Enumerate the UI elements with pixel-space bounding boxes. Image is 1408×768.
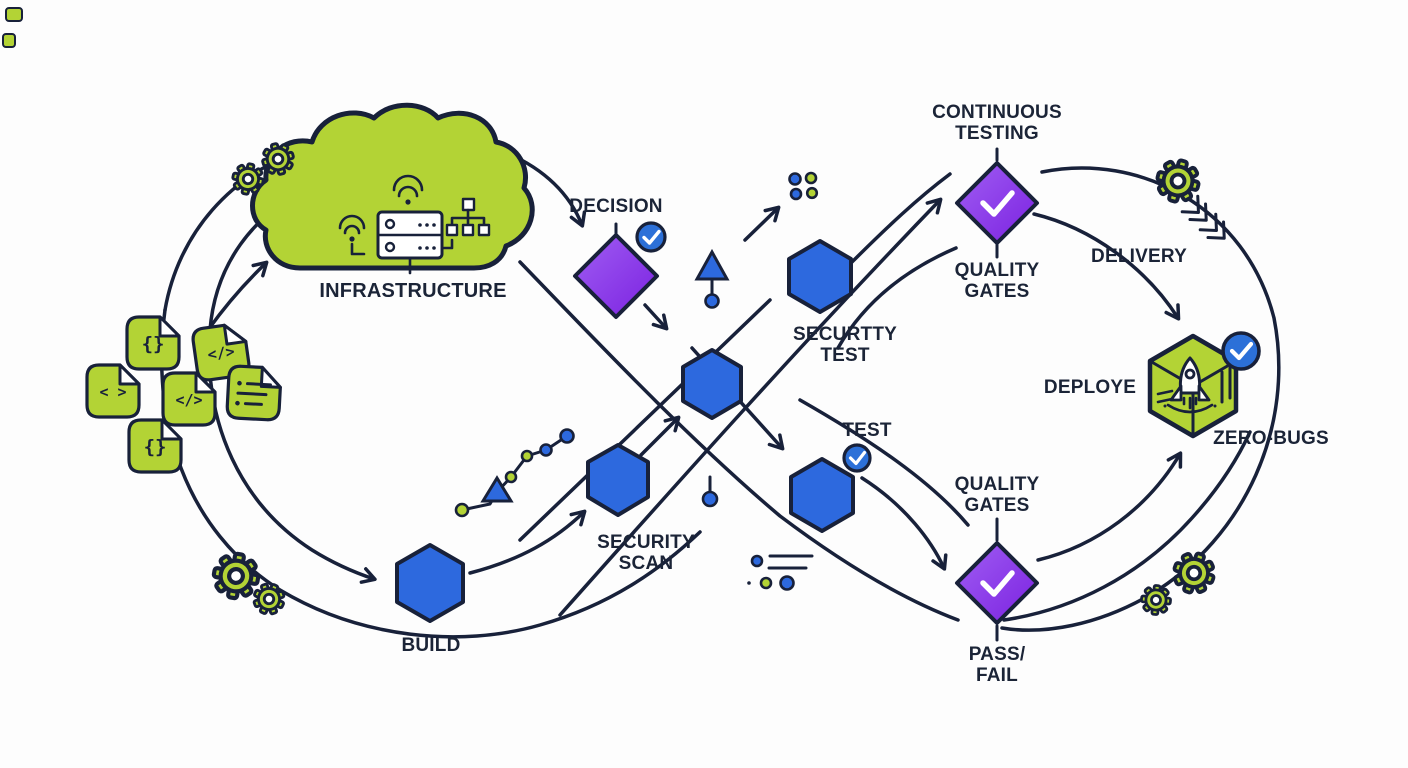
code-file-icon: {} (125, 315, 181, 371)
label-decision: DECISION (569, 196, 663, 217)
center-hexagon (681, 348, 743, 420)
arrow-test-to-passfail (860, 476, 948, 571)
arrow-decision-down (643, 303, 669, 331)
code-glyph: </> (175, 391, 202, 409)
gear-icon (1150, 153, 1206, 209)
code-file-icon: </> (190, 321, 252, 383)
code-glyph: < > (99, 383, 126, 401)
crossover-ascending (518, 298, 772, 542)
server-icon (376, 210, 444, 275)
label-build: BUILD (401, 635, 461, 656)
decision-diamond (573, 221, 667, 319)
code-file-icon: {} (127, 418, 183, 474)
check-icon (848, 450, 867, 466)
check-icon (642, 229, 661, 245)
label-delivery: DELIVERY (1091, 246, 1187, 267)
code-glyph: </> (206, 342, 235, 364)
label-securtty-test: SECURTTY TEST (793, 324, 897, 366)
label-test: TEST (842, 420, 892, 441)
check-badge-icon (1221, 331, 1261, 371)
pin-dot-icon (701, 475, 719, 508)
check-badge-icon (635, 221, 667, 253)
label-infrastructure: INFRASTRUCTURE (319, 280, 507, 302)
pipeline-hexagons (395, 239, 855, 623)
rocket-icon (1163, 356, 1217, 414)
arrow-upper-crossover (743, 205, 781, 242)
arrow-build-to-scan (468, 509, 587, 575)
test-hexagon (789, 457, 855, 533)
arrow-passfail-to-deploy (1036, 451, 1183, 562)
label-security-scan: SECURITY SCAN (597, 532, 695, 574)
code-file-icon: </> (161, 371, 217, 427)
arrow-to-cloud (206, 260, 269, 332)
crossover-descending (518, 260, 960, 622)
arrow-ascending-to-testing (558, 197, 943, 617)
security-scan-hexagon (586, 443, 650, 517)
loop-arc (836, 246, 958, 350)
label-zero-bugs: ZERO-BUGS (1213, 428, 1329, 449)
label-continuous-testing: CONTINUOUS TESTING (932, 102, 1062, 144)
network-tree-icon (442, 197, 491, 250)
code-glyph: {} (142, 333, 165, 355)
infrastructure-cloud-icon (250, 102, 535, 275)
wifi-icon (392, 174, 424, 205)
check-icon (980, 570, 1015, 597)
label-deploye: DEPLOYE (1043, 377, 1137, 398)
label-pass-fail: PASS/ FAIL (968, 644, 1026, 686)
arrow-scan-to-hex (639, 415, 681, 457)
build-hexagon (395, 543, 465, 623)
dots-grid-icon (788, 171, 819, 201)
quality-gate-top-diamond (955, 161, 1039, 245)
chevrons-icon (1180, 194, 1226, 240)
loop-arc (844, 172, 952, 270)
decor-marks (2, 7, 23, 48)
infinity-loop-arcs (159, 146, 1281, 642)
loop-arc-into-build (207, 181, 377, 584)
trend-chart-icon (454, 428, 575, 518)
test-check-badge (842, 443, 872, 473)
code-files-group: {} </> < > </> {} (85, 315, 283, 474)
check-icon (1229, 341, 1254, 361)
gear-icon (1138, 582, 1174, 618)
deploy-cube-icon (1147, 331, 1261, 439)
loop-arc (1002, 430, 1252, 622)
arrow-delivery-to-deploy (1032, 212, 1181, 321)
wifi-icon (338, 214, 366, 256)
code-file-lines-icon (225, 364, 283, 422)
code-glyph: {} (144, 436, 167, 458)
securtty-test-hexagon (787, 239, 853, 314)
pin-up-icon (694, 248, 730, 309)
pass-fail-diamond (955, 541, 1039, 625)
check-icon (980, 190, 1015, 217)
label-quality-gates-bottom: QUALITY GATES (954, 474, 1040, 516)
list-icon (747, 554, 814, 591)
label-quality-gates-top: QUALITY GATES (954, 260, 1040, 302)
loop-arc (798, 398, 970, 527)
code-file-icon: < > (85, 363, 141, 419)
gear-icon (1166, 545, 1222, 601)
